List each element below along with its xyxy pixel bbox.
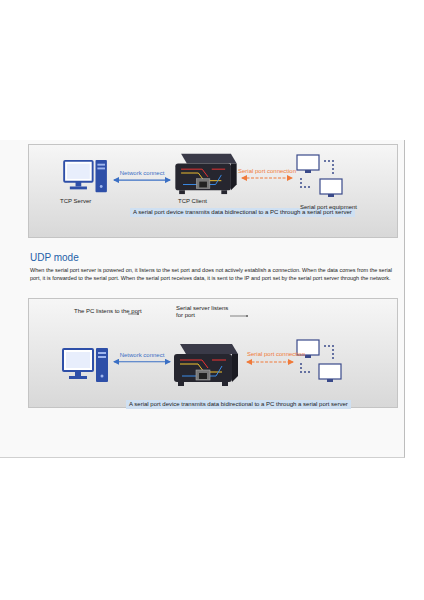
connection-label: Serial port connection	[247, 351, 305, 358]
node-label: The PC listens to the port	[74, 308, 142, 315]
monitors-icon	[297, 340, 341, 382]
equipment-node: Serial port equipment	[292, 154, 384, 214]
serial-server-node: Serial server listens for port	[170, 304, 244, 394]
node-label: TCP Client	[178, 198, 207, 205]
monitors-icon	[296, 154, 350, 200]
pc-node: TCP Server	[58, 158, 114, 206]
pc-icon	[62, 158, 110, 196]
section-heading: UDP mode	[30, 252, 79, 264]
pc-icon	[62, 346, 110, 386]
connector-arrow	[114, 179, 170, 180]
connector-arrow	[242, 177, 292, 178]
device-icon	[172, 150, 240, 196]
connector-arrow	[114, 361, 170, 362]
node-label: TCP Server	[60, 198, 91, 205]
pc-node: The PC listens to the port	[58, 306, 114, 388]
description-text: When the serial port server is powered o…	[30, 267, 402, 282]
connector-label: Serial port connection	[238, 168, 296, 175]
device-icon	[172, 340, 240, 388]
connector-label: Network connect	[120, 170, 165, 177]
node-label: Serial port equipment	[300, 204, 357, 211]
serial-arrow	[247, 361, 293, 362]
connector-label: Network connect	[120, 352, 165, 359]
caption-bar: A serial port device transmits data bidi…	[126, 400, 351, 409]
leader-line	[230, 316, 246, 317]
serial-server-node: TCP Client	[170, 148, 242, 208]
leader-dot	[246, 315, 248, 317]
node-label: Serial server listens for port	[176, 305, 234, 319]
